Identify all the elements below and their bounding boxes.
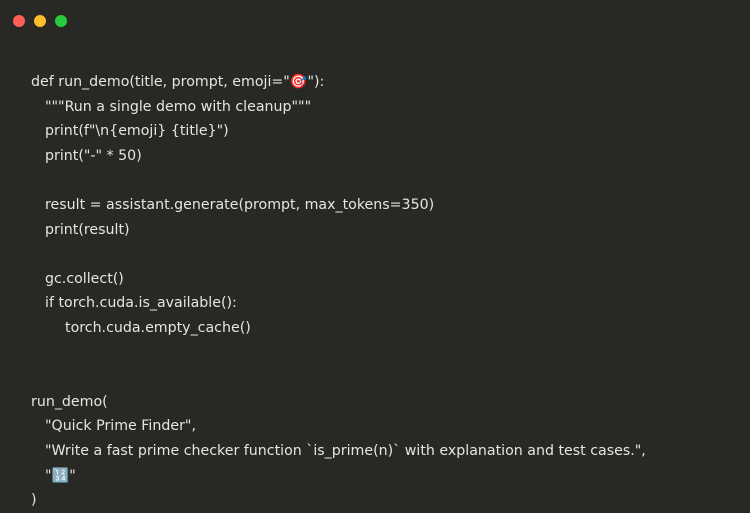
maximize-button[interactable] xyxy=(55,15,67,27)
code-line: print(f"\n{emoji} {title}") xyxy=(45,123,229,140)
code-line: result = assistant.generate(prompt, max_… xyxy=(45,196,435,213)
minimize-button[interactable] xyxy=(34,15,46,27)
code-line: if torch.cuda.is_available(): xyxy=(45,295,237,312)
code-line: gc.collect() xyxy=(45,270,124,287)
blank-line xyxy=(31,365,646,390)
code-line: "Write a fast prime checker function `is… xyxy=(45,442,646,459)
close-button[interactable] xyxy=(13,15,25,27)
window-controls xyxy=(13,15,67,27)
code-line: ) xyxy=(31,492,37,509)
blank-line xyxy=(31,242,646,267)
code-block: def run_demo(title, prompt, emoji="🎯"): … xyxy=(31,70,646,513)
code-line: "Quick Prime Finder", xyxy=(45,418,196,435)
code-line: print(result) xyxy=(45,221,130,238)
blank-line xyxy=(31,168,646,193)
code-line: print("-" * 50) xyxy=(45,147,142,164)
code-line: """Run a single demo with cleanup""" xyxy=(45,98,312,115)
code-line: run_demo( xyxy=(31,393,108,410)
code-line: "🔢" xyxy=(45,467,76,484)
code-line: def run_demo(title, prompt, emoji="🎯"): xyxy=(31,74,325,90)
code-line: torch.cuda.empty_cache() xyxy=(65,319,251,336)
blank-line xyxy=(31,341,646,366)
